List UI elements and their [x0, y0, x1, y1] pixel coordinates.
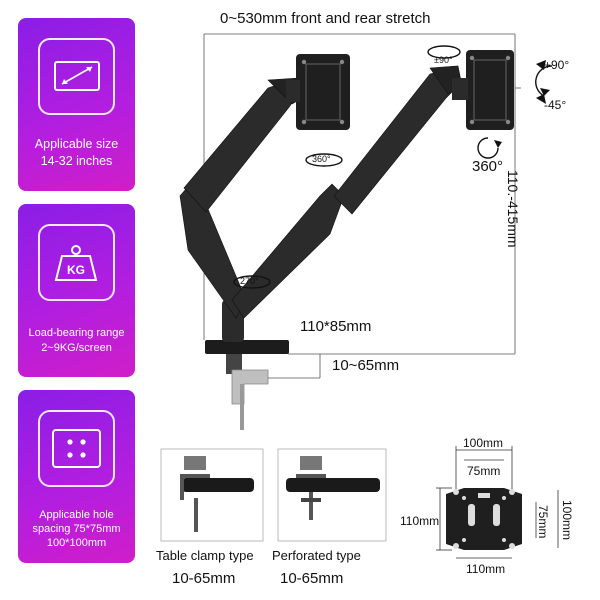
hole-card: Applicable hole spacing 75*75mm 100*100m… [18, 390, 135, 563]
vesa-holes-icon [38, 410, 115, 487]
right-arm [231, 65, 463, 319]
vesa-left: 110mm [400, 514, 440, 528]
base-size-label: 110*85mm [300, 318, 372, 335]
table-clamp-label: Table clamp type [156, 548, 254, 563]
vesa-rotate-label: 360° [472, 158, 504, 175]
left-arm [179, 77, 307, 319]
clamp-range-label: 10~65mm [332, 357, 400, 374]
size-card: Applicable size 14-32 inches [18, 18, 135, 191]
load-card: KG Load-bearing range 2~9KG/screen [18, 204, 135, 377]
vesa-diagram [436, 446, 559, 559]
perforated-diagram [277, 448, 387, 542]
monitor-arm-illustration [179, 33, 553, 430]
perforated-label: Perforated type [272, 548, 361, 563]
vesa-top-inner: 75mm [467, 464, 501, 478]
vesa-right-inner: 75mm [536, 505, 550, 539]
screen-size-icon [38, 38, 115, 115]
vesa-plate [446, 488, 522, 550]
height-range-label: 110.-415mm [505, 170, 521, 248]
mount-types-illustration [160, 448, 387, 542]
vesa-top-outer: 100mm [463, 436, 504, 450]
load-card-label: Load-bearing range 2~9KG/screen [28, 327, 125, 354]
svg-text:KG: KG [67, 263, 85, 277]
hole-card-label: Applicable hole spacing 75*75mm 100*100m… [32, 509, 121, 549]
vesa-bottom: 110mm [466, 562, 506, 576]
size-card-label: Applicable size 14-32 inches [34, 137, 119, 168]
tilt-up-label: +90° [544, 58, 570, 72]
tilt-down-label: -45° [544, 98, 567, 112]
weight-icon: KG [38, 224, 115, 301]
perforated-range: 10-65mm [280, 570, 344, 587]
table-clamp-diagram [160, 448, 264, 542]
table-clamp-range: 10-65mm [172, 570, 236, 587]
swivel-small-label: ±90° [434, 55, 453, 65]
rotation-arrows [233, 45, 553, 289]
arm-swivel-label: 360° [312, 154, 331, 164]
arrow-heads [494, 60, 550, 148]
base-rotate-label: 270° [240, 276, 259, 286]
right-vesa-plate [452, 50, 514, 130]
vesa-right-outer: 100mm [560, 500, 574, 541]
clamp-base [205, 340, 289, 430]
stretch-label: 0~530mm front and rear stretch [220, 10, 431, 27]
left-vesa-plate [286, 54, 350, 130]
